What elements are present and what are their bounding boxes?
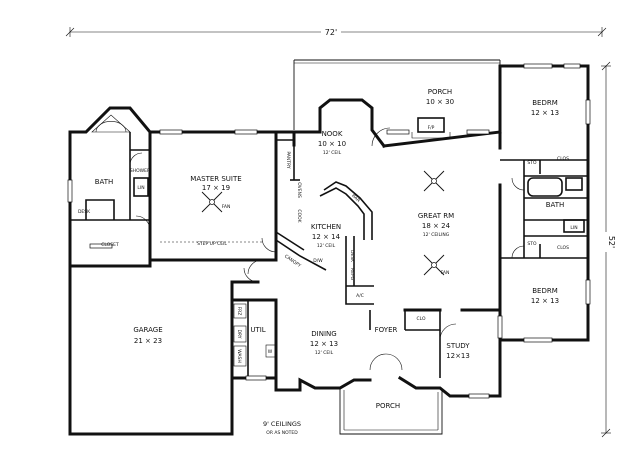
room-size: 12 × 14 xyxy=(312,233,341,241)
closet-label: CLOS xyxy=(557,156,569,162)
room-name: CLOSET xyxy=(101,242,119,248)
room-kitchen: KITCHEN 12 × 14 12' CEIL PANTRY OVENS CO… xyxy=(283,151,364,299)
room-closet: CLOSET xyxy=(101,242,119,248)
room-size: 21 × 23 xyxy=(134,337,162,345)
room-name: DINING xyxy=(311,330,336,338)
room-name: STUDY xyxy=(446,342,470,350)
room-bath-hall: BATH LIN STO CLOS STO CLOS xyxy=(527,156,577,251)
overall-width-label: 72' xyxy=(325,28,337,37)
ac-label: A/C xyxy=(356,293,364,299)
room-name: UTIL xyxy=(250,326,265,334)
bathtubs xyxy=(91,114,563,197)
room-name: NOOK xyxy=(322,130,343,138)
linen-label: LIN xyxy=(137,185,144,191)
room-bedrm-2: BEDRM 12 × 13 xyxy=(531,287,559,305)
room-name: KITCHEN xyxy=(311,223,341,231)
ceiling-note-line1: 9' CEILINGS xyxy=(263,420,301,428)
overall-depth-label: 52' xyxy=(607,236,616,248)
room-ceiling: 12' CEIL xyxy=(317,243,336,249)
room-size: 10 × 30 xyxy=(426,98,454,106)
water-heater-label: W xyxy=(268,349,273,355)
fan-icon xyxy=(201,191,223,213)
room-size: 12 × 13 xyxy=(531,109,559,117)
fireplace xyxy=(411,117,451,139)
room-name: BATH xyxy=(95,178,114,186)
shower-label: SHOWER xyxy=(130,168,150,174)
room-bedrm-1: BEDRM 12 × 13 xyxy=(531,99,559,117)
room-foyer: FOYER CLO xyxy=(375,316,426,334)
storage-label: STO xyxy=(527,241,537,247)
room-name: BEDRM xyxy=(532,99,558,107)
room-size: 12 × 13 xyxy=(531,297,559,305)
ceiling-note: 9' CEILINGS OR AS NOTED xyxy=(263,420,301,436)
dishwasher-label: D/W xyxy=(313,258,323,264)
room-dining: DINING 12 × 13 12' CEIL xyxy=(310,330,338,356)
room-size: 17 × 19 xyxy=(202,184,230,192)
room-size: 18 × 24 xyxy=(422,222,451,230)
closet-label: CLO xyxy=(416,316,425,322)
interior-walls xyxy=(70,132,588,378)
doors xyxy=(129,127,525,371)
room-porch-rear: PORCH 10 × 30 xyxy=(426,88,454,106)
washer-label: WASH xyxy=(236,349,242,363)
fan-label: FAN xyxy=(441,270,450,276)
room-name: BATH xyxy=(546,201,565,209)
room-name: PORCH xyxy=(376,402,400,410)
dryer-label: DRY xyxy=(236,329,242,338)
bar-label: BAR xyxy=(350,193,361,204)
fan-label: FAN xyxy=(222,204,231,210)
room-name: PORCH xyxy=(428,88,452,96)
linen-label: LIN xyxy=(570,225,577,231)
freezer-label: FRZ xyxy=(236,307,242,316)
front-porch xyxy=(339,388,443,435)
room-great-rm: GREAT RM 18 × 24 12' CEILING FAN F/P xyxy=(418,125,454,276)
room-name: FOYER xyxy=(375,326,398,334)
room-ceiling: 12' CEILING xyxy=(423,232,450,238)
overall-depth-dimension: 52' xyxy=(600,61,616,438)
fireplace-label: F/P xyxy=(428,125,435,131)
storage-label: STO xyxy=(527,160,537,166)
step-up-ceiling-label: STEP UP CEIL xyxy=(197,241,227,247)
room-name: BEDRM xyxy=(532,287,558,295)
room-ceiling: 12' CEIL xyxy=(315,350,334,356)
fan-icon xyxy=(423,170,445,192)
pantry-label: PANTRY xyxy=(285,151,291,168)
closet-label: CLOS xyxy=(557,245,569,251)
desk-label: DESK xyxy=(349,250,355,263)
refrigerator-label: REFG xyxy=(349,268,355,281)
room-size: 12 × 13 xyxy=(310,340,338,348)
room-garage: GARAGE 21 × 23 xyxy=(133,326,162,345)
room-master-suite: MASTER SUITE 17 × 19 FAN STEP UP CEIL xyxy=(190,175,241,247)
room-study: STUDY 12×13 xyxy=(446,342,470,360)
cook-label: COOK xyxy=(296,209,302,223)
ceiling-note-line2: OR AS NOTED xyxy=(266,430,298,436)
room-nook: NOOK 10 × 10 12' CEIL xyxy=(318,130,346,156)
overall-width-dimension: 72' xyxy=(65,26,607,37)
room-name: MASTER SUITE xyxy=(190,175,241,183)
room-name: GREAT RM xyxy=(418,212,454,220)
room-size: 10 × 10 xyxy=(318,140,346,148)
room-bath-master: BATH SHOWER LIN DESK xyxy=(78,168,150,215)
desk-label: DESK xyxy=(78,209,91,215)
ovens-label: OVENS xyxy=(296,182,302,198)
room-name: GARAGE xyxy=(133,326,162,334)
room-ceiling: 12' CEIL xyxy=(323,150,342,156)
room-util: UTIL FRZ DRY WASH W xyxy=(236,307,273,363)
room-porch-front: PORCH xyxy=(376,402,400,410)
room-size: 12×13 xyxy=(446,352,470,360)
fan-icon xyxy=(423,254,445,276)
windows xyxy=(67,63,591,399)
